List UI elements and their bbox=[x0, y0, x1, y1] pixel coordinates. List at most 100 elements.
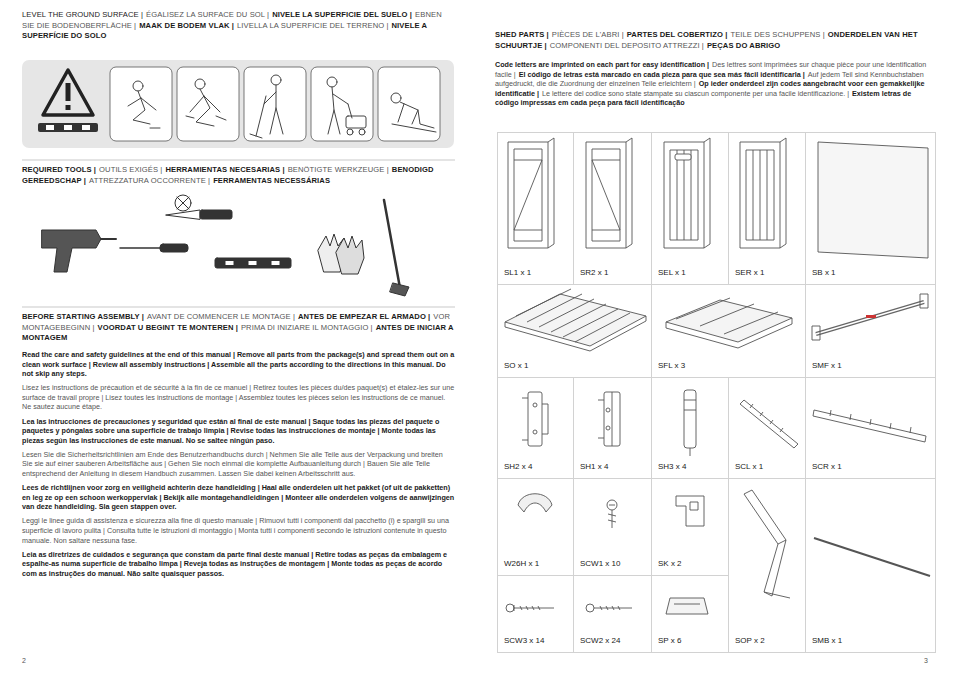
part-cell: SO x 1 bbox=[497, 284, 652, 378]
step-figures-part bbox=[328, 87, 352, 134]
section-heading: PIÈCES DE L'ABRI | bbox=[552, 30, 624, 39]
part-cell: SEL x 1 bbox=[651, 132, 729, 285]
part-drawings-part bbox=[666, 298, 792, 348]
part-code: SH3 x 4 bbox=[658, 462, 686, 472]
part-code: SOP x 2 bbox=[735, 636, 765, 646]
section-heading-block: SHED PARTS |PIÈCES DE L'ABRI |PARTES DEL… bbox=[495, 30, 935, 51]
part-cell: SCR x 1 bbox=[805, 377, 936, 479]
section-heading: TEILE DES SCHUPPENS | bbox=[730, 30, 824, 39]
part-drawings-part bbox=[506, 604, 514, 612]
ground-panel-part bbox=[43, 70, 93, 115]
page-number: 3 bbox=[924, 657, 928, 664]
part-drawings-part bbox=[816, 302, 924, 334]
part-drawings-part bbox=[533, 403, 537, 407]
part-drawings-part bbox=[528, 392, 542, 446]
part-code: SER x 1 bbox=[735, 268, 764, 278]
part-drawings-part bbox=[830, 410, 911, 433]
part-cell: SCL x 1 bbox=[728, 377, 806, 479]
instruction-paragraph: Lees de richtlijnen voor zorg en veiligh… bbox=[22, 483, 455, 512]
section-heading: PRIMA DI INIZIARE IL MONTAGGIO | bbox=[241, 323, 373, 332]
part-code: W26H x 1 bbox=[504, 559, 539, 569]
part-drawings-part bbox=[594, 606, 632, 610]
step-figures-part bbox=[186, 89, 226, 126]
part-drawings-part bbox=[750, 404, 783, 432]
part-drawings-part bbox=[812, 326, 820, 340]
step-figures-part bbox=[133, 81, 143, 91]
part-drawings-part bbox=[818, 142, 928, 258]
part-code: SL1 x 1 bbox=[504, 268, 531, 278]
instruction-paragraph: Leggi le linee guida di assistenza e sic… bbox=[22, 516, 455, 545]
part-cell: SER x 1 bbox=[728, 132, 806, 285]
part-cell: SR2 x 1 bbox=[573, 132, 652, 285]
part-drawings-part bbox=[514, 138, 554, 248]
rule-lines-part bbox=[22, 160, 455, 161]
tools-part bbox=[390, 283, 409, 296]
tools-part bbox=[42, 230, 101, 272]
step-figures-part bbox=[327, 77, 337, 87]
part-drawings-part bbox=[533, 430, 537, 434]
part-code: SB x 1 bbox=[812, 268, 836, 278]
part-code: SO x 1 bbox=[504, 361, 528, 371]
step-figures-part bbox=[391, 93, 401, 103]
tools-part bbox=[175, 195, 191, 211]
rule-lines-part bbox=[22, 307, 455, 308]
section-heading: REQUIRED TOOLS | bbox=[22, 165, 96, 174]
part-drawings-part bbox=[814, 538, 930, 576]
part-code: SEL x 1 bbox=[658, 268, 686, 278]
section-heading: VOORDAT U BEGINT TE MONTEREN | bbox=[98, 323, 238, 332]
tools-part bbox=[384, 200, 400, 288]
tools-part bbox=[177, 197, 189, 209]
part-drawings-part bbox=[676, 496, 704, 526]
section-heading: LEVEL THE GROUND SURFACE | bbox=[22, 10, 143, 19]
tools-part bbox=[120, 247, 160, 249]
tools-part bbox=[271, 261, 280, 266]
part-cell: SH1 x 4 bbox=[573, 377, 652, 479]
section-heading: HERRAMIENTAS NECESARIAS | bbox=[165, 165, 284, 174]
part-code: SCL x 1 bbox=[735, 462, 763, 472]
part-drawings-part bbox=[518, 494, 552, 512]
part-drawings-part bbox=[684, 400, 696, 456]
section-heading: FERRAMENTAS NECESSÁRIAS bbox=[213, 176, 330, 185]
identification-note-block: Code letters are imprinted on each part … bbox=[495, 60, 935, 108]
part-code: SFL x 3 bbox=[658, 361, 685, 371]
part-drawings-part bbox=[684, 390, 696, 448]
part-code: SH1 x 4 bbox=[580, 462, 608, 472]
section-heading: OUTILS EXIGÉS | bbox=[99, 165, 162, 174]
ground-panel-part bbox=[22, 60, 454, 148]
part-code: SMF x 1 bbox=[812, 361, 842, 371]
page-number-block: 3 bbox=[924, 656, 944, 665]
section-heading: LIVELLA LA SUPERFICIE DEL TERRENO | bbox=[237, 21, 389, 30]
part-drawings-part bbox=[675, 154, 691, 160]
ground-steps-part bbox=[311, 67, 373, 141]
tools-part bbox=[101, 238, 116, 240]
part-drawings bbox=[505, 138, 930, 614]
section-heading: MAAK DE BODEM VLAK | bbox=[139, 21, 234, 30]
section-heading: ATTREZZATURA OCCORRENTE | bbox=[89, 176, 210, 185]
step-figures-part bbox=[195, 79, 205, 89]
step-figures-part bbox=[346, 116, 366, 128]
tools-part bbox=[248, 261, 257, 266]
ground-steps-part bbox=[177, 67, 239, 141]
section-heading: ÉGALISEZ LA SURFACE DU SOL | bbox=[146, 10, 269, 19]
part-drawings-part bbox=[505, 289, 646, 351]
part-cell: SL1 x 1 bbox=[497, 132, 574, 285]
part-drawings-part bbox=[746, 138, 786, 248]
part-drawings-part bbox=[666, 598, 708, 614]
section-heading: NIVELE LA SUPERFICIE DEL SUELO | bbox=[272, 10, 412, 19]
tools bbox=[42, 195, 409, 296]
part-code: SCW2 x 24 bbox=[580, 636, 620, 646]
instruction-paragraph: Lisez les instructions de précaution et … bbox=[22, 383, 455, 412]
part-cell: SCW3 x 14 bbox=[497, 575, 574, 653]
section-heading: BEFORE STARTING ASSEMBLY | bbox=[22, 312, 144, 321]
tools-part bbox=[336, 236, 364, 274]
instruction-paragraph: Lea las intrucciones de precauciones y s… bbox=[22, 417, 455, 446]
step-figures bbox=[128, 75, 436, 138]
part-drawings-part bbox=[608, 505, 616, 528]
tools-part bbox=[215, 258, 291, 268]
part-code: SR2 x 1 bbox=[580, 268, 608, 278]
section-heading-block: REQUIRED TOOLS |OUTILS EXIGÉS |HERRAMIEN… bbox=[22, 165, 454, 186]
part-code: SCW1 x 10 bbox=[580, 559, 620, 569]
ground-panel bbox=[22, 60, 454, 148]
section-heading: AVANT DE COMMENCER LE MONTAGE | bbox=[147, 312, 295, 321]
part-cell: SCW1 x 10 bbox=[573, 478, 652, 576]
